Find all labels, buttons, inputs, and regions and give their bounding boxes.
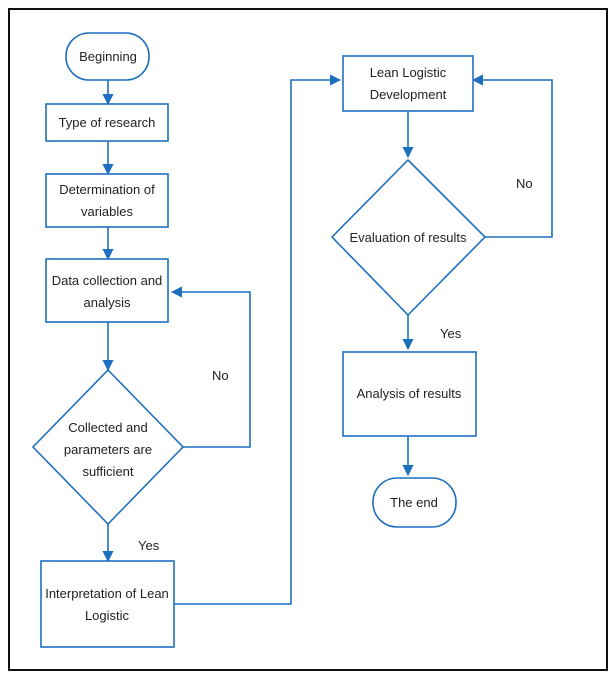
edge-evaluation-no-loop	[471, 74, 553, 238]
node-label: Analysis of results	[357, 386, 462, 401]
node-label-line: Beginning	[79, 49, 137, 64]
node-label: Determination of variables	[59, 182, 155, 219]
decision-diamond	[31, 368, 185, 526]
node-label: Beginning	[79, 49, 137, 64]
process-box	[342, 351, 477, 437]
process-box	[342, 55, 474, 112]
edge-interpretation-to-development	[174, 74, 342, 605]
node-label-line: sufficient	[82, 464, 133, 479]
process-box	[45, 103, 169, 142]
terminal-shape	[65, 32, 150, 81]
node-label-line: Analysis of results	[357, 386, 462, 401]
node-the-end: The end	[372, 477, 457, 528]
terminal-shape	[372, 477, 457, 528]
node-label: Evaluation of results	[349, 230, 467, 245]
node-label: Type of research	[59, 115, 156, 130]
decision-diamond	[330, 158, 487, 317]
process-box	[45, 258, 169, 323]
node-label-line: Collected and	[68, 420, 148, 435]
node-evaluation-decision: Evaluation of results	[330, 158, 487, 317]
edges	[102, 74, 553, 605]
edge-label-no-right: No	[516, 176, 533, 191]
node-label-line: Evaluation of results	[349, 230, 467, 245]
node-analysis-of-results: Analysis of results	[342, 351, 477, 437]
process-box	[45, 173, 169, 228]
node-collected-sufficient-decision: Collected and parameters are sufficient	[31, 368, 185, 526]
node-label-line: Logistic	[85, 608, 130, 623]
node-label-line: analysis	[84, 295, 131, 310]
node-label-line: variables	[81, 204, 134, 219]
edge-decision-no-loop	[170, 286, 251, 448]
node-label-line: Lean Logistic	[370, 65, 447, 80]
node-type-of-research: Type of research	[45, 103, 169, 142]
node-data-collection: Data collection and analysis	[45, 258, 169, 323]
node-label: The end	[390, 495, 438, 510]
node-label-line: The end	[390, 495, 438, 510]
node-determination-of-variables: Determination of variables	[45, 173, 169, 228]
node-label-line: Data collection and	[52, 273, 163, 288]
node-label-line: Type of research	[59, 115, 156, 130]
edge-label-yes-left: Yes	[138, 538, 160, 553]
node-beginning: Beginning	[65, 32, 150, 81]
node-label: Data collection and analysis	[52, 273, 163, 310]
node-label-line: Interpretation of Lean	[45, 586, 169, 601]
node-label-line: Development	[370, 87, 447, 102]
edge-label-no-left: No	[212, 368, 229, 383]
node-label: Collected and parameters are sufficient	[64, 420, 152, 479]
node-label-line: parameters are	[64, 442, 152, 457]
edge-label-yes-right: Yes	[440, 326, 462, 341]
node-label-line: Determination of	[59, 182, 155, 197]
process-box	[40, 560, 175, 648]
